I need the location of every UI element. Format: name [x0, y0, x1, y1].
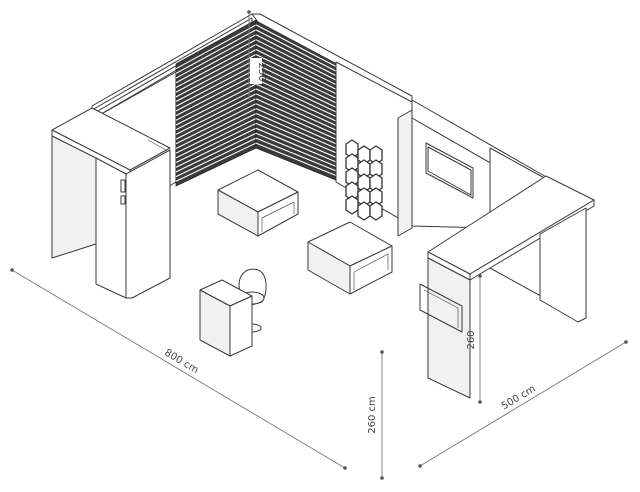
shelf-cube [345, 195, 359, 215]
label-height-front: 260 cm [367, 396, 378, 434]
slat-line [175, 103, 257, 145]
slat-line [255, 113, 337, 149]
slat-line [175, 83, 257, 126]
slat-line [255, 39, 337, 81]
cube-shelf [345, 139, 383, 221]
slat-line [255, 34, 337, 77]
slat-line [255, 24, 337, 68]
left-front-panel [51, 107, 171, 299]
slat-line [175, 108, 257, 149]
slat-line [175, 122, 257, 164]
shelf-cube [369, 187, 383, 207]
label-width-front: 800 cm [162, 348, 200, 377]
slat-line [255, 58, 337, 99]
slat-line [175, 39, 257, 84]
slat-line [175, 142, 257, 182]
slat-line [175, 63, 257, 107]
slat-line [175, 44, 257, 88]
slat-line [255, 53, 337, 95]
slat-line [175, 98, 257, 140]
slat-line [175, 29, 257, 74]
slat-line [255, 132, 337, 167]
shelf-cube [369, 159, 383, 179]
slat-line [255, 83, 337, 122]
slat-line [255, 29, 337, 72]
label-depth-side: 500 cm [500, 383, 538, 412]
slat-line [255, 49, 337, 90]
slat-line [255, 122, 337, 158]
slat-line [255, 98, 337, 136]
coffee-table-1 [217, 169, 299, 237]
slat-line [255, 63, 337, 104]
slat-line [175, 117, 257, 159]
slat-line [175, 73, 257, 117]
label-height-wall: 250 [256, 62, 267, 81]
slatwall-right [255, 19, 337, 181]
dimension-height-counter: 260 [466, 274, 482, 404]
slat-line [255, 108, 337, 145]
slat-line [255, 127, 337, 163]
slat-line [175, 137, 257, 178]
slat-line [255, 68, 337, 108]
slat-line [175, 78, 257, 121]
slat-line [255, 137, 337, 172]
slat-line [255, 103, 337, 140]
slat-line [175, 113, 257, 154]
slat-line [255, 142, 337, 176]
slat-line [255, 44, 337, 86]
info-counter [199, 279, 253, 357]
slat-line [175, 127, 257, 168]
slat-line [255, 93, 337, 131]
slat-line [175, 24, 257, 70]
slat-line [175, 132, 257, 173]
coffee-table-2 [307, 221, 393, 295]
slat-line [175, 53, 257, 98]
slat-line [175, 58, 257, 103]
slat-line [255, 117, 337, 154]
right-front-panel [419, 175, 595, 399]
slat-line [255, 78, 337, 117]
slat-line [175, 34, 257, 79]
label-height-counter: 260 [466, 330, 477, 349]
shelf-cube [357, 201, 371, 221]
slat-line [175, 49, 257, 93]
shelf-cube [369, 145, 383, 165]
dimension-height-front: 260 cm [367, 350, 384, 480]
slat-line [255, 73, 337, 113]
slat-line [255, 88, 337, 127]
dimension-width-front: 800 cm [10, 268, 347, 470]
slat-line [175, 88, 257, 131]
wall-screen [425, 142, 474, 199]
shelf-cube [369, 173, 383, 193]
slat-line [175, 93, 257, 135]
shelf-cube [369, 201, 383, 221]
dimension-height-wall: 250 [247, 10, 267, 100]
slat-line [175, 68, 257, 112]
slatwall-left [175, 19, 257, 187]
